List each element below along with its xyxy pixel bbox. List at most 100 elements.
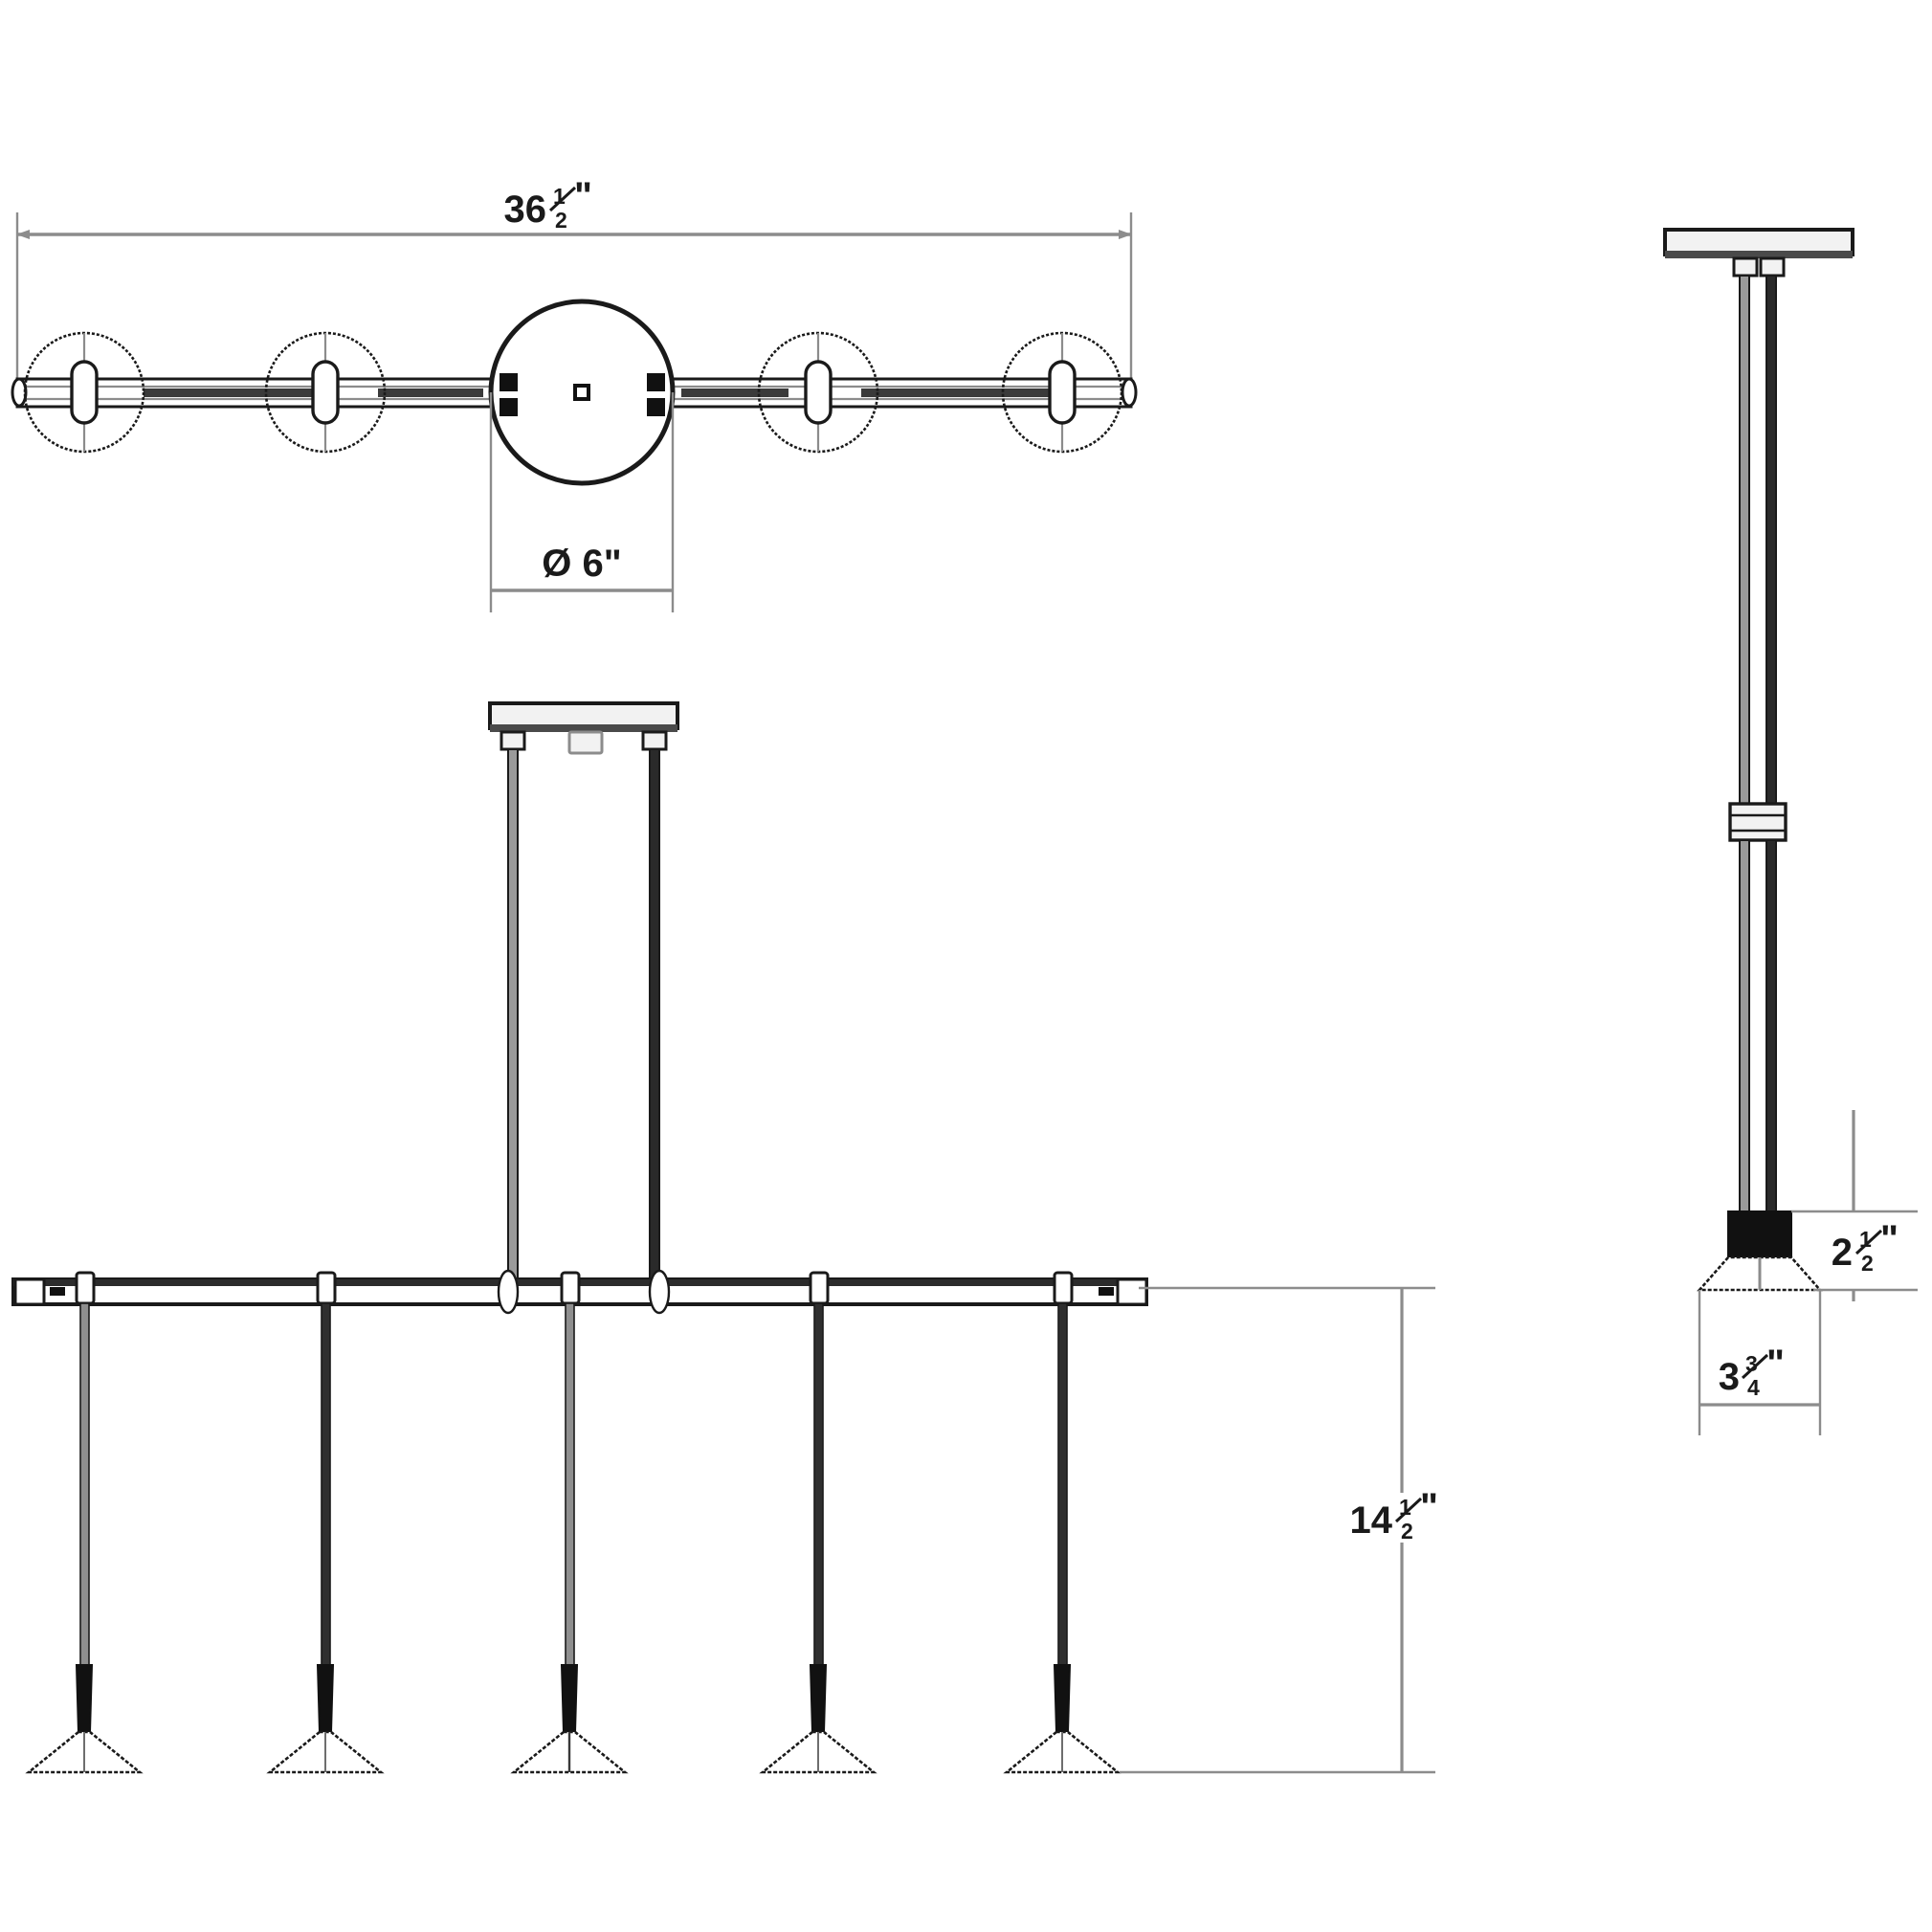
- pendant-socket-body: [75, 1664, 94, 1733]
- lower-stem-right: [1765, 839, 1777, 1212]
- canopy-center-box: [567, 730, 604, 755]
- side-pendant-head: [1697, 1210, 1823, 1292]
- shade-height-whole: 2: [1832, 1232, 1853, 1274]
- front-elevation: 14 1 2 ": [11, 701, 1438, 1774]
- pendant-collar: [75, 1271, 96, 1305]
- bar-shadow-segment-3: [681, 389, 788, 397]
- bar-set-screw-right: [1099, 1287, 1114, 1296]
- overall-length-fraction-bar: [548, 186, 577, 212]
- bar-end-cap-left: [13, 1277, 46, 1306]
- pendant-collar: [560, 1271, 581, 1305]
- top-view-pendant-5: [1001, 331, 1123, 454]
- canopy-center-hole: [573, 384, 590, 401]
- top-view-canopy: [488, 299, 676, 486]
- bar-set-screw-left: [50, 1287, 65, 1296]
- shade-diameter-whole: 3: [1719, 1356, 1740, 1398]
- side-suspension-stems: [1739, 275, 1777, 814]
- shade-height-dimension: 2 1 2 ": [1791, 1110, 1918, 1301]
- pendant-collar: [70, 360, 99, 425]
- overall-length-label: 36 1 2 ": [504, 175, 592, 233]
- front-canopy: [488, 701, 679, 755]
- bar-stem-pass-through-right: [648, 1269, 671, 1315]
- front-suspension-stems: [507, 748, 660, 1288]
- pendant-collar: [804, 360, 833, 425]
- canopy-plate: [1663, 228, 1854, 256]
- pendant-collar: [1048, 360, 1077, 425]
- shade-height-suffix: ": [1880, 1218, 1899, 1260]
- coupler-body: [1728, 802, 1788, 842]
- canopy-diameter-label: Ø 6": [542, 543, 621, 585]
- bar-shadow-segment-4: [861, 389, 1053, 397]
- overall-length-suffix: ": [574, 175, 592, 217]
- pendant-stem: [813, 1302, 824, 1666]
- bar-stem-pass-through-left: [497, 1269, 520, 1315]
- pendant-stem: [321, 1302, 331, 1666]
- overall-length-whole: 36: [504, 189, 547, 231]
- drop-height-numerator: 1: [1399, 1495, 1411, 1520]
- pendant-collar: [311, 360, 340, 425]
- front-pendant-1: [25, 1271, 144, 1774]
- top-view: 36 1 2 ": [11, 175, 1138, 612]
- canopy-plate-edge: [1665, 251, 1853, 258]
- pendant-stem: [79, 1302, 90, 1666]
- canopy-diameter-dimension: Ø 6": [489, 392, 675, 612]
- canopy-plate-edge: [490, 724, 677, 732]
- drop-height-suffix: ": [1420, 1486, 1438, 1528]
- drop-height-label: 14 1 2 ": [1350, 1486, 1438, 1543]
- canopy-screw-top-right: [647, 373, 665, 391]
- pendant-socket-body: [1727, 1210, 1792, 1258]
- canopy-screw-bottom-left: [500, 398, 518, 416]
- shade-height-denominator: 2: [1861, 1251, 1874, 1276]
- shade-diameter-dimension: 3 3 4 ": [1698, 1290, 1822, 1435]
- front-pendant-3: [510, 1271, 629, 1774]
- top-view-pendant-2: [264, 331, 387, 454]
- front-pendant-5: [1003, 1271, 1121, 1774]
- bar-end-cap-right: [1116, 1277, 1148, 1306]
- canopy-stem-boss-right: [641, 730, 668, 751]
- overall-length-numerator: 1: [553, 184, 566, 209]
- bar-shadow-segment-1: [144, 389, 335, 397]
- pendant-collar: [809, 1271, 830, 1305]
- canopy-screw-top-left: [500, 373, 518, 391]
- pendant-socket-body: [1053, 1664, 1072, 1733]
- top-view-pendant-4: [757, 331, 879, 454]
- pendant-stem: [565, 1302, 575, 1666]
- pendant-socket-body: [560, 1664, 579, 1733]
- lower-stem-left: [1739, 839, 1750, 1212]
- bar-end-cap-left: [11, 377, 28, 408]
- shade-diameter-label: 3 3 4 ": [1719, 1343, 1785, 1400]
- overall-length-dimension: 36 1 2 ": [15, 175, 1133, 402]
- bar-end-cap-right: [1121, 377, 1138, 408]
- side-elevation: 2 1 2 " 3 3 4 ": [1663, 228, 1918, 1435]
- bar-shadow-segment-2: [378, 389, 483, 397]
- shade-diameter-numerator: 3: [1745, 1351, 1758, 1376]
- canopy-screw-bottom-right: [647, 398, 665, 416]
- canopy-stem-boss-right: [1759, 256, 1786, 278]
- overall-length-denominator: 2: [555, 208, 567, 233]
- side-canopy: [1663, 228, 1854, 278]
- side-stem-coupler: [1728, 802, 1788, 842]
- drop-height-dimension: 14 1 2 ": [1120, 1286, 1438, 1774]
- shade-height-label: 2 1 2 ": [1832, 1218, 1899, 1276]
- canopy-stem-boss-left: [1732, 256, 1759, 278]
- pendant-collar: [316, 1271, 337, 1305]
- shade-diameter-fraction-bar: [1741, 1353, 1769, 1380]
- front-pendant-4: [759, 1271, 877, 1774]
- side-lower-stems: [1739, 839, 1777, 1212]
- pendant-socket-body: [809, 1664, 828, 1733]
- top-view-pendant-1: [23, 331, 145, 454]
- canopy-stem-boss-left: [500, 730, 526, 751]
- shade-diameter-suffix: ": [1766, 1343, 1785, 1385]
- drop-height-fraction-bar: [1394, 1497, 1423, 1523]
- drop-height-whole: 14: [1350, 1499, 1393, 1542]
- shade-height-numerator: 1: [1859, 1227, 1872, 1252]
- front-pendant-2: [266, 1271, 385, 1774]
- pendant-socket-body: [316, 1664, 335, 1733]
- pendant-stem: [1057, 1302, 1068, 1666]
- shade-height-fraction-bar: [1854, 1229, 1883, 1255]
- suspension-stem-right: [649, 748, 660, 1288]
- pendant-collar: [1053, 1271, 1074, 1305]
- suspension-stem-left: [507, 748, 519, 1288]
